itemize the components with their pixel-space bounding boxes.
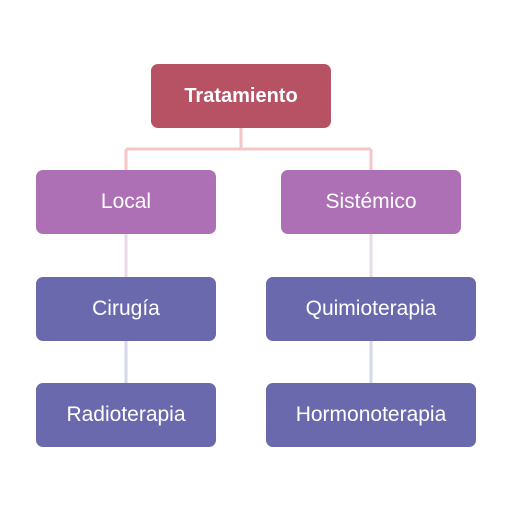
node-sistemico: Sistémico	[281, 170, 461, 234]
node-radioterapia: Radioterapia	[36, 383, 216, 447]
node-tratamiento: Tratamiento	[151, 64, 331, 128]
node-quimioterapia: Quimioterapia	[266, 277, 476, 341]
node-hormonoterapia: Hormonoterapia	[266, 383, 476, 447]
node-local: Local	[36, 170, 216, 234]
node-cirugia: Cirugía	[36, 277, 216, 341]
